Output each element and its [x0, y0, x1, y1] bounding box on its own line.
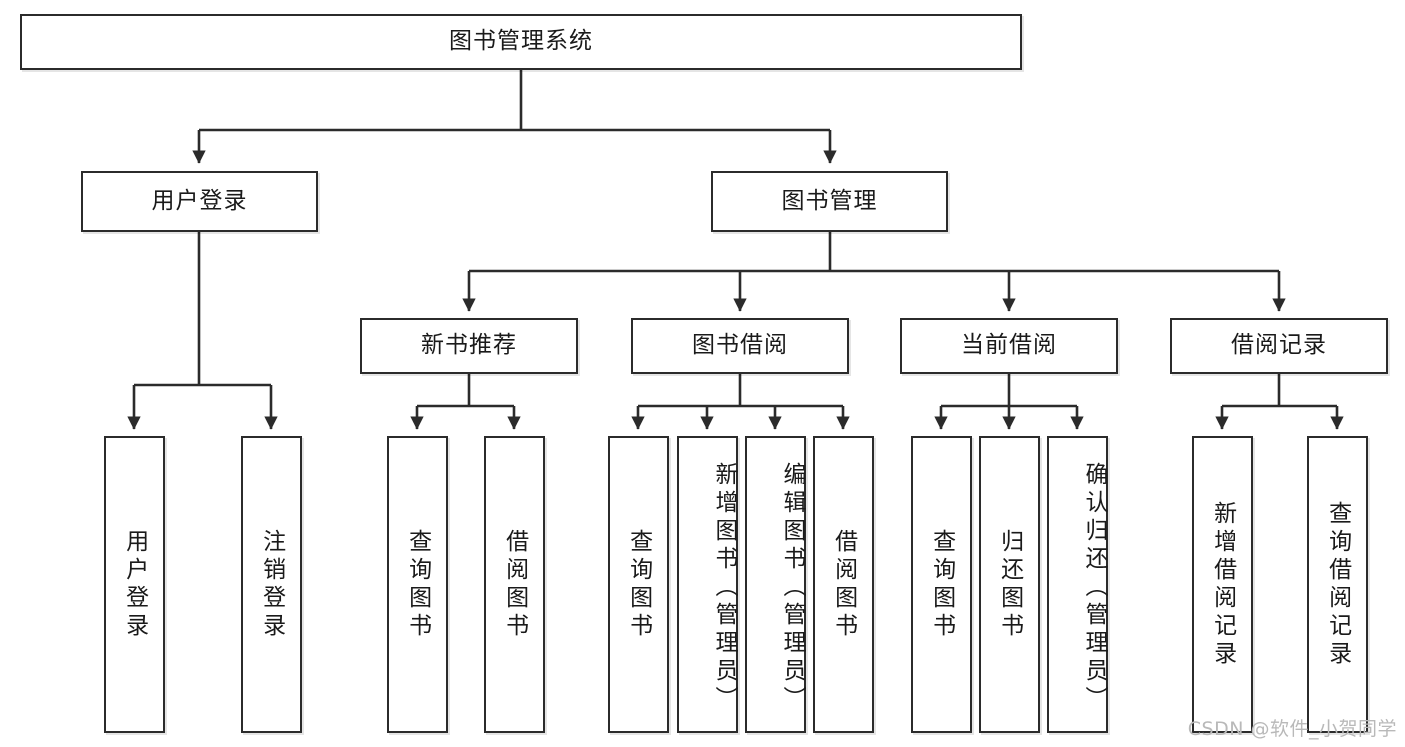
node-root-label: 图书管理系统 [449, 28, 593, 55]
node-book-manage[interactable]: 图书管理 [711, 171, 948, 232]
node-borrow-record[interactable]: 借阅记录 [1170, 318, 1388, 374]
node-leaf-query-book-1-label: 查询图书 [404, 528, 431, 641]
node-leaf-query-book-3-label: 查询图书 [928, 528, 955, 641]
node-leaf-query-record-label: 查询借阅记录 [1324, 500, 1351, 669]
node-root[interactable]: 图书管理系统 [20, 14, 1022, 70]
node-leaf-borrow-book-1[interactable]: 借阅图书 [484, 436, 545, 733]
node-leaf-borrow-book-2-label: 借阅图书 [830, 528, 857, 641]
node-leaf-edit-book-label: 编辑图书（管理员） [779, 461, 805, 714]
node-leaf-logout[interactable]: 注销登录 [241, 436, 302, 733]
node-leaf-logout-label: 注销登录 [258, 528, 285, 641]
node-leaf-add-record-label: 新增借阅记录 [1209, 500, 1236, 669]
node-leaf-query-book-3[interactable]: 查询图书 [911, 436, 972, 733]
node-leaf-query-record[interactable]: 查询借阅记录 [1307, 436, 1368, 733]
node-book-borrow-label: 图书借阅 [692, 332, 788, 359]
node-leaf-query-book-1[interactable]: 查询图书 [387, 436, 448, 733]
node-leaf-query-book-2[interactable]: 查询图书 [608, 436, 669, 733]
node-leaf-confirm-return[interactable]: 确认归还（管理员） [1047, 436, 1108, 733]
node-leaf-return-book[interactable]: 归还图书 [979, 436, 1040, 733]
node-leaf-user-login[interactable]: 用户登录 [104, 436, 165, 733]
node-current-borrow[interactable]: 当前借阅 [900, 318, 1118, 374]
node-leaf-return-book-label: 归还图书 [996, 528, 1023, 641]
node-book-borrow[interactable]: 图书借阅 [631, 318, 849, 374]
node-user-login-label: 用户登录 [151, 187, 248, 214]
node-leaf-add-book-label: 新增图书（管理员） [711, 461, 737, 714]
node-leaf-borrow-book-2[interactable]: 借阅图书 [813, 436, 874, 733]
node-user-login[interactable]: 用户登录 [81, 171, 318, 232]
node-leaf-add-book[interactable]: 新增图书（管理员） [677, 436, 738, 733]
node-borrow-record-label: 借阅记录 [1231, 332, 1327, 359]
node-leaf-borrow-book-1-label: 借阅图书 [501, 528, 528, 641]
node-leaf-edit-book[interactable]: 编辑图书（管理员） [745, 436, 806, 733]
node-leaf-add-record[interactable]: 新增借阅记录 [1192, 436, 1253, 733]
node-new-book-rec-label: 新书推荐 [421, 332, 517, 359]
node-leaf-confirm-return-label: 确认归还（管理员） [1081, 461, 1107, 714]
node-leaf-user-login-label: 用户登录 [121, 528, 148, 641]
node-current-borrow-label: 当前借阅 [961, 332, 1057, 359]
node-leaf-query-book-2-label: 查询图书 [625, 528, 652, 641]
node-new-book-rec[interactable]: 新书推荐 [360, 318, 578, 374]
node-book-manage-label: 图书管理 [781, 187, 878, 214]
